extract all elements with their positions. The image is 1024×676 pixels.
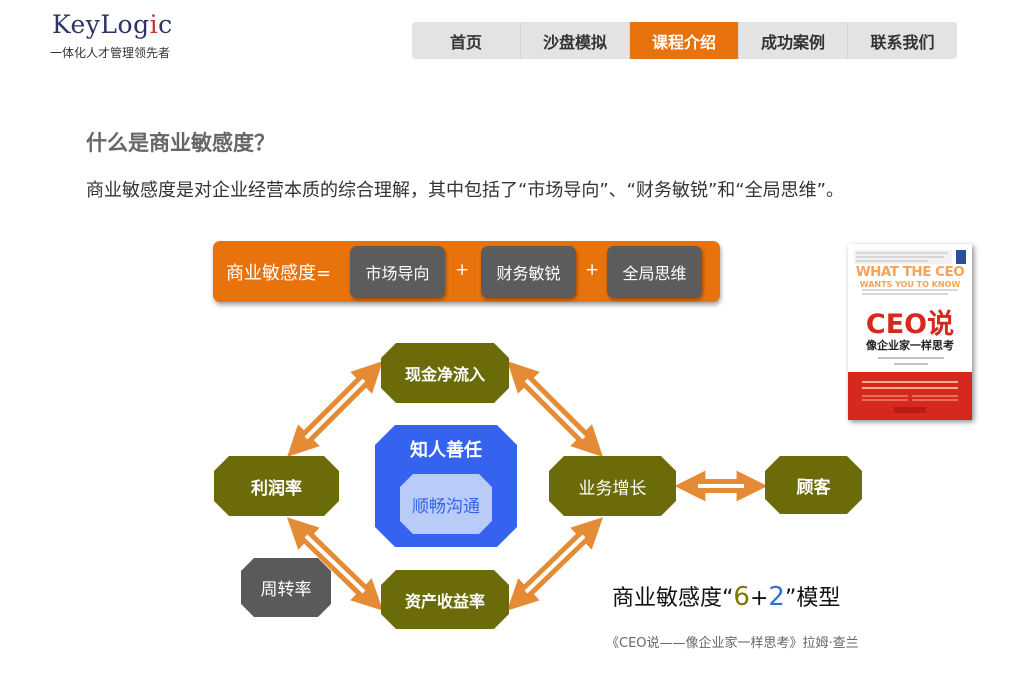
center-label-inner: 顺畅沟通 xyxy=(412,496,480,517)
node-cash-inflow-shape xyxy=(381,343,509,403)
node-cash-inflow: 现金净流入 xyxy=(404,365,485,384)
main-nav: 首页 沙盘模拟 课程介绍 成功案例 联系我们 xyxy=(412,22,957,59)
formula-bar: 商业敏感度= 市场导向 + 财务敏锐 + 全局思维 xyxy=(213,241,720,302)
arrow-cash-growth xyxy=(507,361,603,457)
formula-term-finance: 财务敏锐 xyxy=(481,246,576,298)
book-title-en-1: WHAT THE CEO xyxy=(855,264,965,280)
node-profit-rate-shape xyxy=(214,456,339,516)
book-subtitle-cn: 像企业家一样思考 xyxy=(866,339,954,352)
node-roa-shape xyxy=(381,570,509,629)
nav-contact[interactable]: 联系我们 xyxy=(848,22,957,59)
model-plus: + xyxy=(749,586,769,611)
center-inner-octagon-shape xyxy=(400,474,492,534)
formula-term-global: 全局思维 xyxy=(607,246,702,298)
center-label-top: 知人善任 xyxy=(410,440,482,461)
arrow-profit-roa xyxy=(286,517,384,611)
model-number-two: 2 xyxy=(768,582,785,612)
brand-logo-accent: i xyxy=(149,10,159,39)
model-number-six: 6 xyxy=(733,582,750,612)
nav-courses[interactable]: 课程介绍 xyxy=(630,22,739,59)
node-turnover: 周转率 xyxy=(260,580,312,600)
node-business-growth-shape xyxy=(549,456,676,516)
node-customer-shape xyxy=(765,456,862,514)
book-title-cn: CEO说 xyxy=(865,309,955,340)
model-caption: 《CEO说——像企业家一样思考》拉姆·查兰 xyxy=(606,636,859,651)
section-heading: 什么是商业敏感度？ xyxy=(86,131,275,155)
model-title-pre: 商业敏感度“ xyxy=(612,586,734,611)
section-intro: 商业敏感度是对企业经营本质的综合理解，其中包括了“市场导向”、“财务敏锐”和“全… xyxy=(86,180,844,201)
brand-logo-text: KeyLog xyxy=(52,10,150,39)
book-cover-image: WHAT THE CEO WANTS YOU TO KNOW CEO说 像企业家… xyxy=(848,244,972,420)
node-business-growth: 业务增长 xyxy=(578,478,647,499)
book-title-en-2: WANTS YOU TO KNOW xyxy=(859,280,961,289)
node-turnover-shape xyxy=(241,558,331,617)
formula-plus-2: + xyxy=(585,260,600,280)
nav-sandbox-simulation[interactable]: 沙盘模拟 xyxy=(521,22,630,59)
nav-home[interactable]: 首页 xyxy=(412,22,521,59)
formula-term-market: 市场导向 xyxy=(350,246,445,298)
model-title-post: ”模型 xyxy=(784,586,841,611)
arrow-profit-cash xyxy=(287,361,383,457)
node-roa: 资产收益率 xyxy=(404,591,485,611)
formula-plus-1: + xyxy=(455,260,470,280)
brand-tagline: 一体化人才管理领先者 xyxy=(50,46,171,60)
brand-logo-tail: c xyxy=(158,10,173,39)
node-profit-rate: 利润率 xyxy=(251,478,302,499)
book-cover-art xyxy=(848,244,972,420)
nav-success-cases[interactable]: 成功案例 xyxy=(739,22,848,59)
model-title: 商业敏感度“6+2”模型 xyxy=(612,580,840,612)
arrow-roa-growth xyxy=(506,517,604,611)
brand-logo[interactable]: KeyLogic xyxy=(52,10,173,39)
formula-label: 商业敏感度= xyxy=(226,263,332,284)
node-customer: 顾客 xyxy=(796,477,831,498)
